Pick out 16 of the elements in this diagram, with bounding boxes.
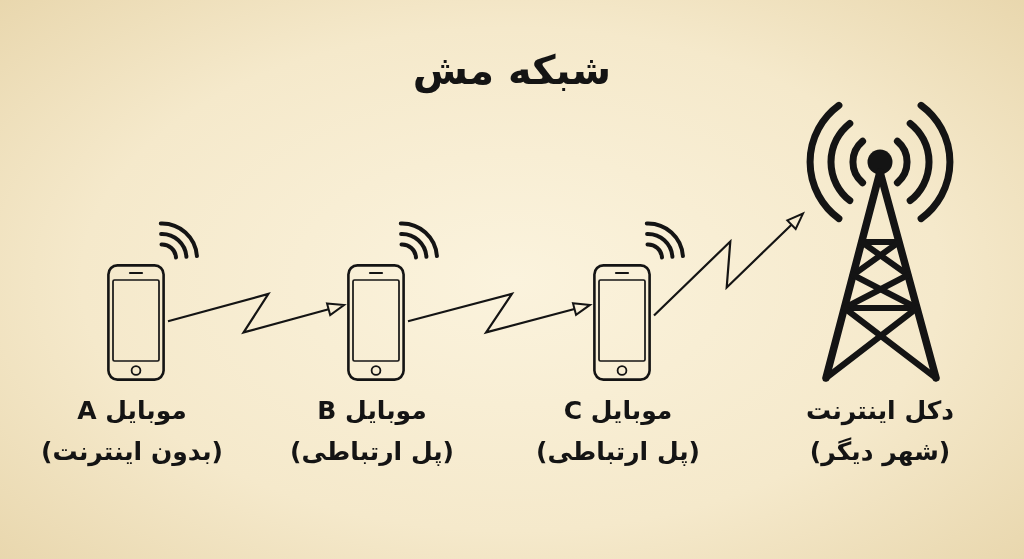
- node-label: موبایل B: [317, 395, 427, 427]
- phone-picture: [107, 264, 165, 381]
- node-caption: (پل ارتباطی): [290, 436, 454, 468]
- title: شبکه مش: [412, 46, 612, 94]
- node-caption: (پل ارتباطی): [536, 436, 700, 468]
- node-caption: (بدون اینترنت): [41, 436, 223, 468]
- tower-picture: [806, 100, 956, 384]
- phone-picture: [347, 264, 405, 381]
- node-label: دکل اینترنت: [805, 395, 955, 427]
- lightning-arrow: [653, 212, 804, 317]
- lightning-arrow: [167, 292, 346, 335]
- node-caption: (شهر دیگر): [809, 436, 951, 468]
- phone-picture: [593, 264, 651, 381]
- node-label: موبایل C: [563, 395, 673, 427]
- lightning-arrow: [407, 292, 591, 335]
- node-label: موبایل A: [77, 395, 187, 427]
